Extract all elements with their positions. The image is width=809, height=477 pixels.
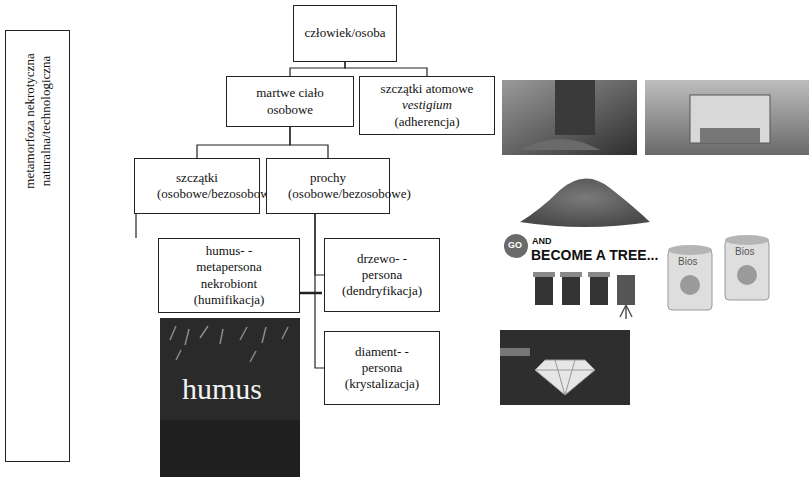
- tree-urn-logo: [504, 234, 635, 319]
- ashes-pile: [520, 178, 650, 227]
- tree-connector: [300, 292, 322, 295]
- root-box: człowiek/osoba: [293, 5, 397, 62]
- logo-text: GO: [508, 240, 522, 250]
- tree-connector: [290, 127, 328, 158]
- tree-connector: [345, 62, 427, 76]
- box-text: szczątki (osobowe/bezosobowe): [157, 170, 237, 203]
- box-text: martwe ciało osobowe: [246, 85, 334, 118]
- bios-urns: [668, 235, 769, 310]
- category-box: szczątki atomowevestigium(adherencja): [359, 76, 495, 135]
- box-text: metamorfoza nekrotyczna naturalna/techno…: [21, 36, 54, 206]
- box-text: vestigium: [402, 97, 452, 113]
- box-text: diament- -persona (krystalizacja): [338, 344, 426, 393]
- humus-photo: [160, 318, 300, 477]
- box-text: szczątki atomowe: [381, 81, 474, 97]
- box-text: humus- -metapersona nekrobiont (humifika…: [185, 243, 273, 308]
- remains-box: szczątki (osobowe/bezosobowe): [134, 158, 260, 214]
- category-box: martwe ciało osobowe: [226, 76, 354, 127]
- box-text: drzewo- -persona (dendryfikacja): [338, 251, 426, 300]
- stone-photo: [502, 80, 637, 155]
- urn-brand: Bios: [678, 256, 697, 267]
- transformation-box: drzewo- -persona (dendryfikacja): [324, 238, 440, 312]
- tree-connector: [290, 62, 345, 76]
- box-text: prochy (osobowe/bezosobowe): [288, 170, 368, 203]
- tree-connector: [135, 214, 136, 238]
- transformation-box: humus- -metapersona nekrobiont (humifika…: [158, 238, 300, 313]
- box-text: (adherencja): [395, 114, 460, 130]
- museum-photo: [645, 80, 809, 155]
- logo-text: AND: [532, 236, 552, 246]
- side-band: metamorfoza nekrotyczna naturalna/techno…: [5, 30, 70, 462]
- tree-connector: [315, 214, 324, 368]
- photo-caption: humus: [182, 372, 262, 406]
- remains-box: prochy (osobowe/bezosobowe): [266, 158, 390, 214]
- box-text: człowiek/osoba: [305, 25, 386, 41]
- diamond-photo: [500, 330, 630, 405]
- logo-text: BECOME A TREE...: [531, 247, 658, 263]
- transformation-box: diament- -persona (krystalizacja): [324, 331, 440, 405]
- tree-connector: [197, 127, 290, 158]
- urn-brand: Bios: [735, 246, 754, 257]
- tree-connector: [315, 214, 324, 275]
